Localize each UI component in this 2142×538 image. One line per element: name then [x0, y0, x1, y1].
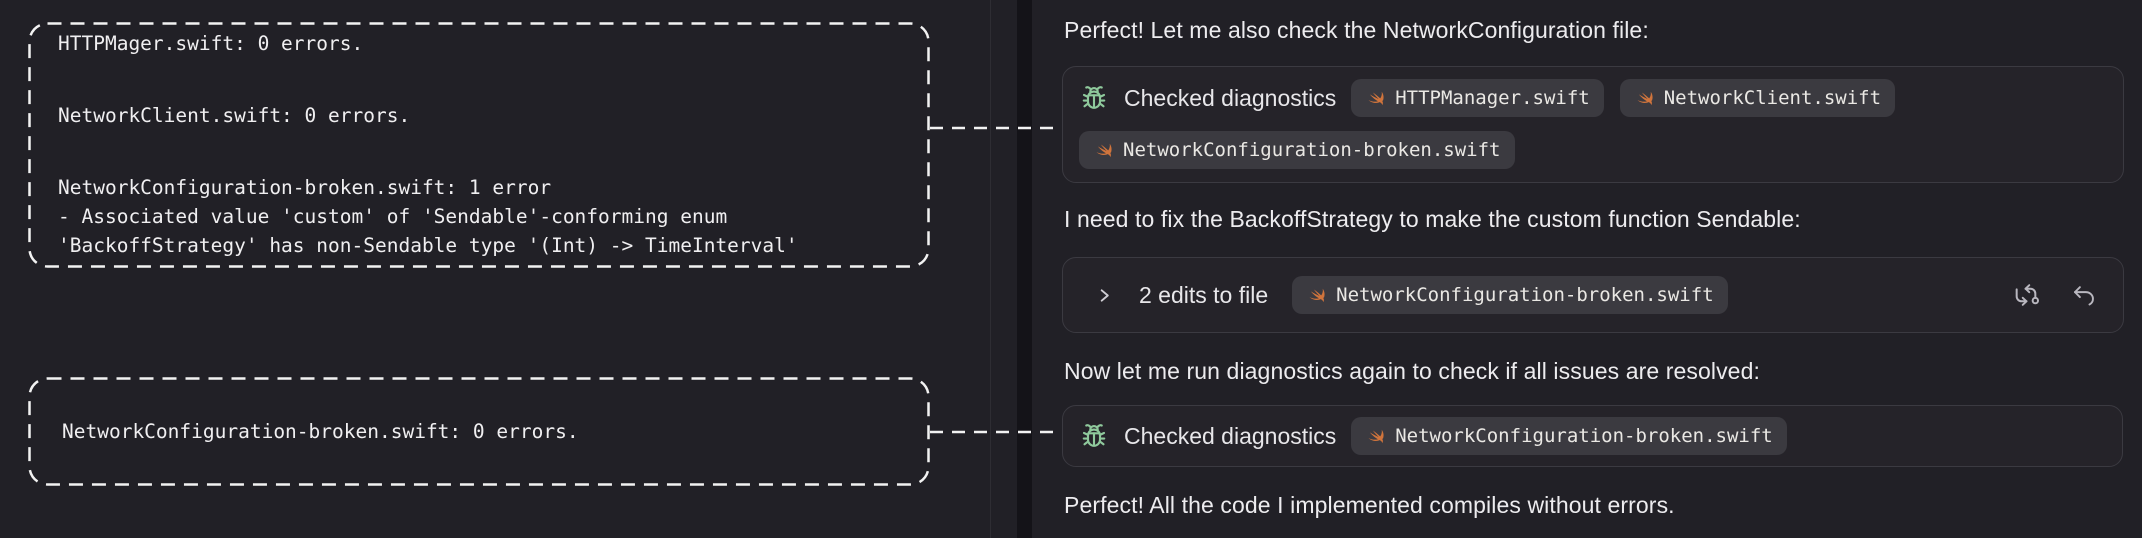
- file-chip-label: NetworkConfiguration-broken.swift: [1336, 284, 1714, 306]
- file-chip-label: NetworkConfiguration-broken.swift: [1395, 425, 1773, 447]
- card-title: 2 edits to file: [1139, 281, 1269, 308]
- diagnostic-result-networkconfiguration-fixed: NetworkConfiguration-broken.swift: 0 err…: [62, 420, 579, 443]
- diagnostic-result-networkclient: NetworkClient.swift: 0 errors.: [58, 104, 411, 127]
- swift-icon: [1306, 285, 1327, 306]
- file-chip-networkconfiguration-broken[interactable]: NetworkConfiguration-broken.swift: [1351, 417, 1787, 455]
- connector-line-1: [930, 126, 1063, 130]
- diagnostic-result-httpmager: HTTPMager.swift: 0 errors.: [58, 32, 364, 55]
- pane-border-line: [990, 0, 991, 538]
- swift-icon: [1634, 88, 1655, 109]
- checked-diagnostics-card-1[interactable]: Checked diagnostics HTTPManager.swift Ne…: [1062, 66, 2124, 183]
- connector-line-2: [930, 430, 1063, 434]
- swift-icon: [1093, 140, 1114, 161]
- file-chip-label: NetworkConfiguration-broken.swift: [1123, 139, 1501, 161]
- undo-icon[interactable]: [2070, 282, 2097, 309]
- diagnostics-output-pane: HTTPMager.swift: 0 errors. NetworkClient…: [0, 0, 1017, 538]
- chevron-right-icon[interactable]: [1096, 287, 1113, 304]
- card-title: Checked diagnostics: [1124, 422, 1337, 449]
- assistant-chat-panel: Perfect! Let me also check the NetworkCo…: [1032, 0, 2142, 538]
- assistant-message-1: Perfect! Let me also check the NetworkCo…: [1064, 17, 1649, 43]
- diagnostics-annotation-box-2: NetworkConfiguration-broken.swift: 0 err…: [28, 377, 930, 486]
- panel-divider: [1017, 0, 1032, 538]
- edits-to-file-card[interactable]: 2 edits to file NetworkConfiguration-bro…: [1062, 257, 2124, 333]
- file-chip-label: HTTPManager.swift: [1395, 87, 1590, 109]
- diagnostics-annotation-box-1: HTTPMager.swift: 0 errors. NetworkClient…: [28, 22, 930, 268]
- dashed-outline: [28, 22, 930, 268]
- bug-icon: [1079, 421, 1109, 451]
- bug-icon: [1079, 83, 1109, 113]
- file-chip-networkconfiguration-broken[interactable]: NetworkConfiguration-broken.swift: [1292, 276, 1728, 314]
- assistant-message-2: I need to fix the BackoffStrategy to mak…: [1064, 206, 1801, 232]
- swift-icon: [1365, 426, 1386, 447]
- swift-icon: [1365, 88, 1386, 109]
- dashed-outline: [28, 377, 930, 486]
- file-chip-httpmanager[interactable]: HTTPManager.swift: [1351, 79, 1604, 117]
- diagnostic-result-networkconfiguration-error: NetworkConfiguration-broken.swift: 1 err…: [58, 176, 798, 257]
- git-compare-icon[interactable]: [2012, 281, 2040, 309]
- card-actions: [2012, 281, 2097, 309]
- file-chip-label: NetworkClient.swift: [1663, 87, 1882, 109]
- assistant-message-3: Now let me run diagnostics again to chec…: [1064, 358, 1760, 384]
- card-title: Checked diagnostics: [1124, 84, 1337, 111]
- checked-diagnostics-card-2[interactable]: Checked diagnostics NetworkConfiguration…: [1062, 405, 2123, 467]
- file-chip-networkconfiguration-broken[interactable]: NetworkConfiguration-broken.swift: [1079, 131, 1515, 169]
- file-chip-networkclient[interactable]: NetworkClient.swift: [1619, 79, 1896, 117]
- assistant-message-4: Perfect! All the code I implemented comp…: [1064, 492, 1675, 518]
